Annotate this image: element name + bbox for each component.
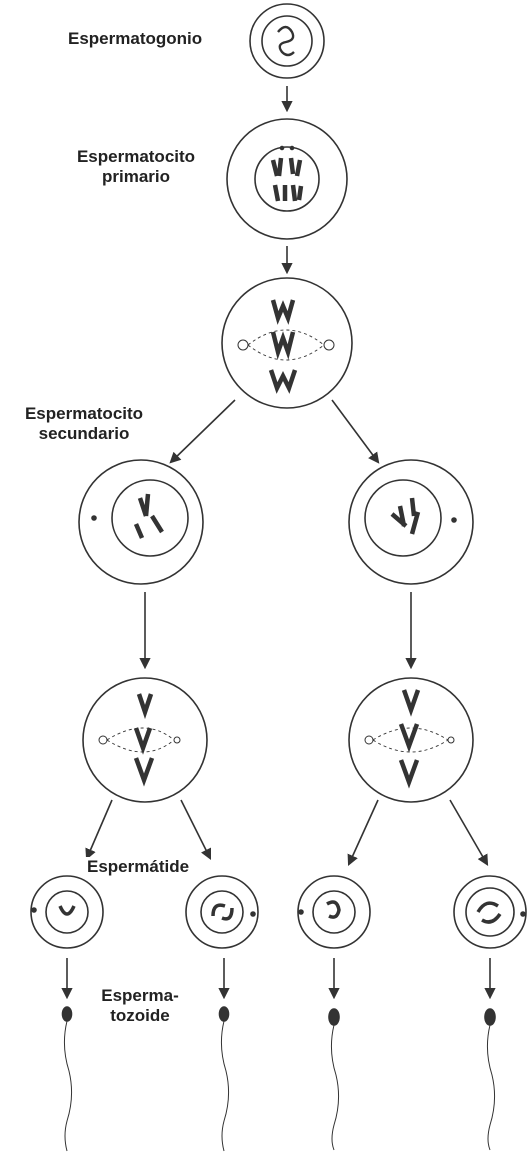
spermatid-1 [30, 875, 104, 949]
label-secondary-line1: Espermatocito [24, 404, 144, 423]
meiosis-II-cell-left [82, 677, 208, 803]
label-spermatozoon: Esperma- tozoide [80, 986, 200, 1026]
label-primary-line2: primario [101, 167, 171, 186]
meiosis-II-cell-right [348, 677, 474, 803]
secondary-spermatocyte-left [78, 459, 204, 585]
spermatozoon-3 [328, 1008, 340, 1151]
arrow-5-d [449, 799, 489, 866]
label-sperm-line1: Esperma- [101, 986, 179, 1005]
arrow-5-b [180, 799, 212, 861]
arrow-3-right [331, 399, 380, 464]
spermatozoon-4 [484, 1008, 496, 1151]
spermatid-2 [185, 875, 259, 949]
secondary-spermatocyte-right [348, 459, 474, 585]
label-primary-line1: Espermatocito [76, 147, 196, 166]
spermatid-4 [453, 875, 527, 949]
label-primary-spermatocyte: Espermatocito primario [56, 147, 216, 187]
label-secondary-spermatocyte: Espermatocito secundario [4, 404, 164, 444]
primary-spermatocyte-cell [226, 118, 348, 240]
spermatid-3 [297, 875, 371, 949]
arrow-5-a [85, 799, 113, 861]
label-secondary-line2: secundario [38, 424, 130, 443]
label-spermatogonium: Espermatogonio [68, 29, 203, 48]
arrow-3-left [169, 399, 236, 464]
spermatozoon-2 [218, 1006, 230, 1152]
arrow-5-c [347, 799, 379, 867]
spermatozoon-1 [61, 1006, 73, 1152]
spermatogonium-cell [249, 3, 325, 79]
label-sperm-line2: tozoide [110, 1006, 170, 1025]
label-spermatid: Espermátide [85, 857, 192, 877]
meiosis-I-cell [221, 277, 353, 409]
